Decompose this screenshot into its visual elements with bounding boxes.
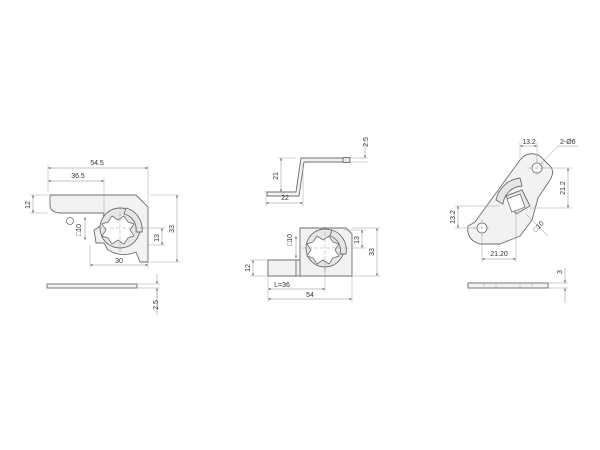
view1-dim-square: □10 [76,224,83,236]
view1-dim-offset: 13 [154,234,161,242]
view2-bend-side: 2.5 21 22 [264,137,370,206]
view2-dim-square: □10 [287,234,294,246]
view2-dim-height: 33 [369,248,376,256]
view3-dim-thickness: 3 [557,270,564,274]
view2-dim-tab: 12 [245,264,252,272]
view2-cam-plan [267,226,353,277]
view3-dim-top: 13.2 [522,139,536,146]
view1-dim-labels: 54.5 36.5 12 □10 13 33 30 [25,160,176,265]
view3-cam-plan [467,153,553,245]
view3-dim-bottom: 21.20 [490,251,508,258]
view2-dim-bend-thickness: 2.5 [363,137,370,147]
view1-cam-plan [49,194,149,263]
view3-dim-right: 21.2 [560,181,567,195]
view2-dim-width: 54 [306,292,314,299]
view3-side: 3 [467,268,568,303]
view1-dim-bottom: 30 [115,258,123,265]
view1-dim-thickness: 2.5 [153,300,160,310]
view3-dim-left: 13.2 [450,210,457,224]
view2-dim-bend-height: 21 [273,172,280,180]
view1-dimensions [30,165,180,268]
view2-dim-l: L=36 [274,282,290,289]
view2-dim-bend-length: 22 [281,195,289,202]
view1-dim-inner: 36.5 [71,173,85,180]
view1-dim-width: 54.5 [90,160,104,167]
view2-dimensions: □10 12 13 33 L=36 54 [245,227,380,302]
view3-dimensions: 13.2 2-Ø6 21.2 13.2 □10 21.20 [450,139,578,262]
view1-side: 2.5 [46,274,160,315]
view1-dim-height: 33 [169,225,176,233]
view3-dim-holes: 2-Ø6 [560,139,576,146]
view1-dim-tab: 12 [25,201,32,209]
view2-dim-offset: 13 [354,236,361,244]
